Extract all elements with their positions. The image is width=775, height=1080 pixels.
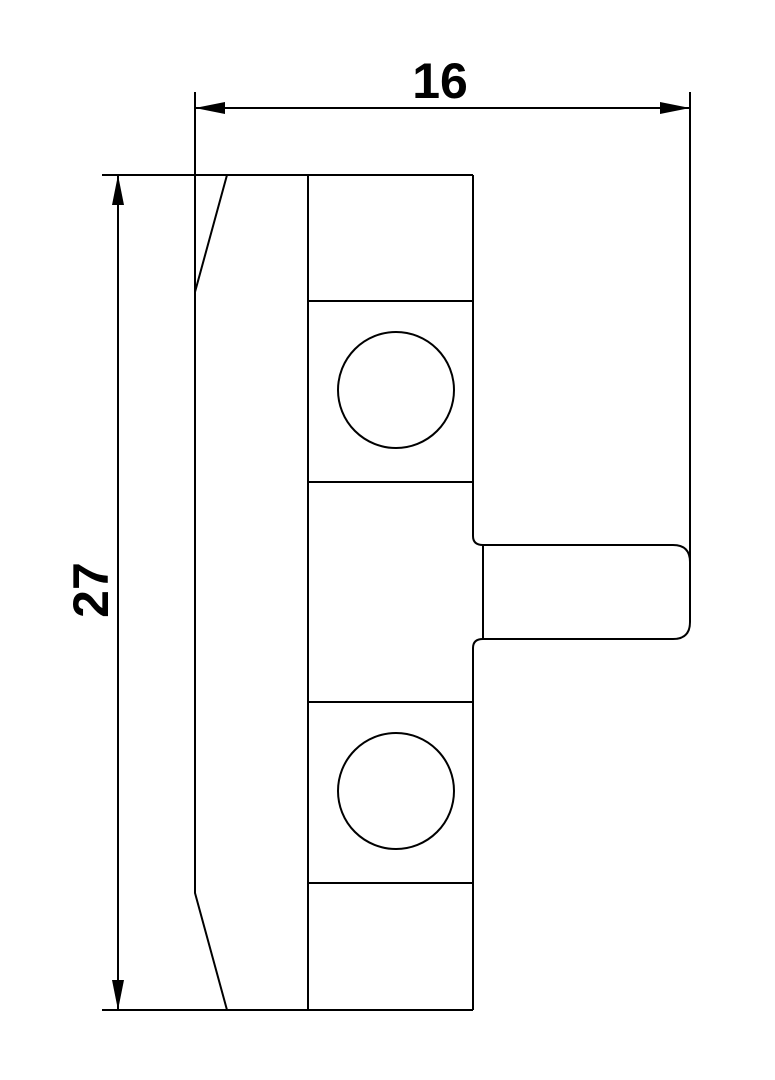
width-arrow-right — [660, 102, 690, 114]
width-dimension-label: 16 — [412, 53, 468, 109]
right-edge-with-tab — [472, 175, 691, 1010]
part-outline — [194, 174, 691, 1011]
height-arrow-bottom — [112, 980, 124, 1010]
left-chamfer-edge — [194, 174, 228, 1011]
lower-hole — [337, 732, 455, 850]
height-dimension-label: 27 — [63, 562, 119, 618]
width-arrow-left — [195, 102, 225, 114]
height-arrow-top — [112, 175, 124, 205]
width-dimension: 16 — [194, 53, 691, 562]
upper-hole — [337, 331, 455, 449]
height-dimension: 27 — [63, 174, 227, 1011]
